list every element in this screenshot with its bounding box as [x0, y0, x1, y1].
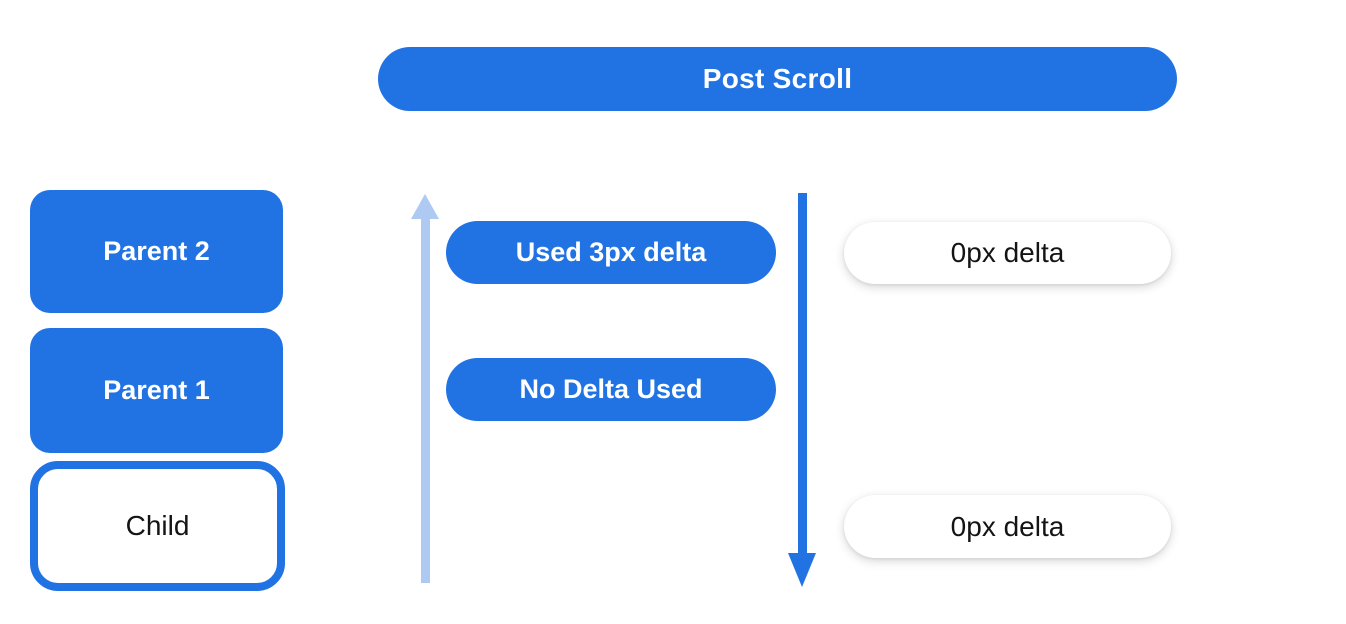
down-arrow-icon — [788, 193, 816, 589]
post-scroll-header: Post Scroll — [378, 47, 1177, 111]
child-box: Child — [30, 461, 285, 591]
zero-delta-bottom-pill: 0px delta — [844, 495, 1171, 558]
down-arrow-head — [788, 553, 816, 587]
zero-delta-top-pill: 0px delta — [844, 222, 1171, 284]
parent2-box: Parent 2 — [30, 190, 283, 313]
down-arrow-shaft — [797, 193, 807, 554]
no-delta-pill: No Delta Used — [446, 358, 776, 421]
used-delta-pill: Used 3px delta — [446, 221, 776, 284]
up-arrow-head — [411, 194, 439, 219]
up-arrow-shaft — [420, 218, 430, 583]
up-arrow-icon — [411, 194, 439, 584]
parent1-box: Parent 1 — [30, 328, 283, 453]
